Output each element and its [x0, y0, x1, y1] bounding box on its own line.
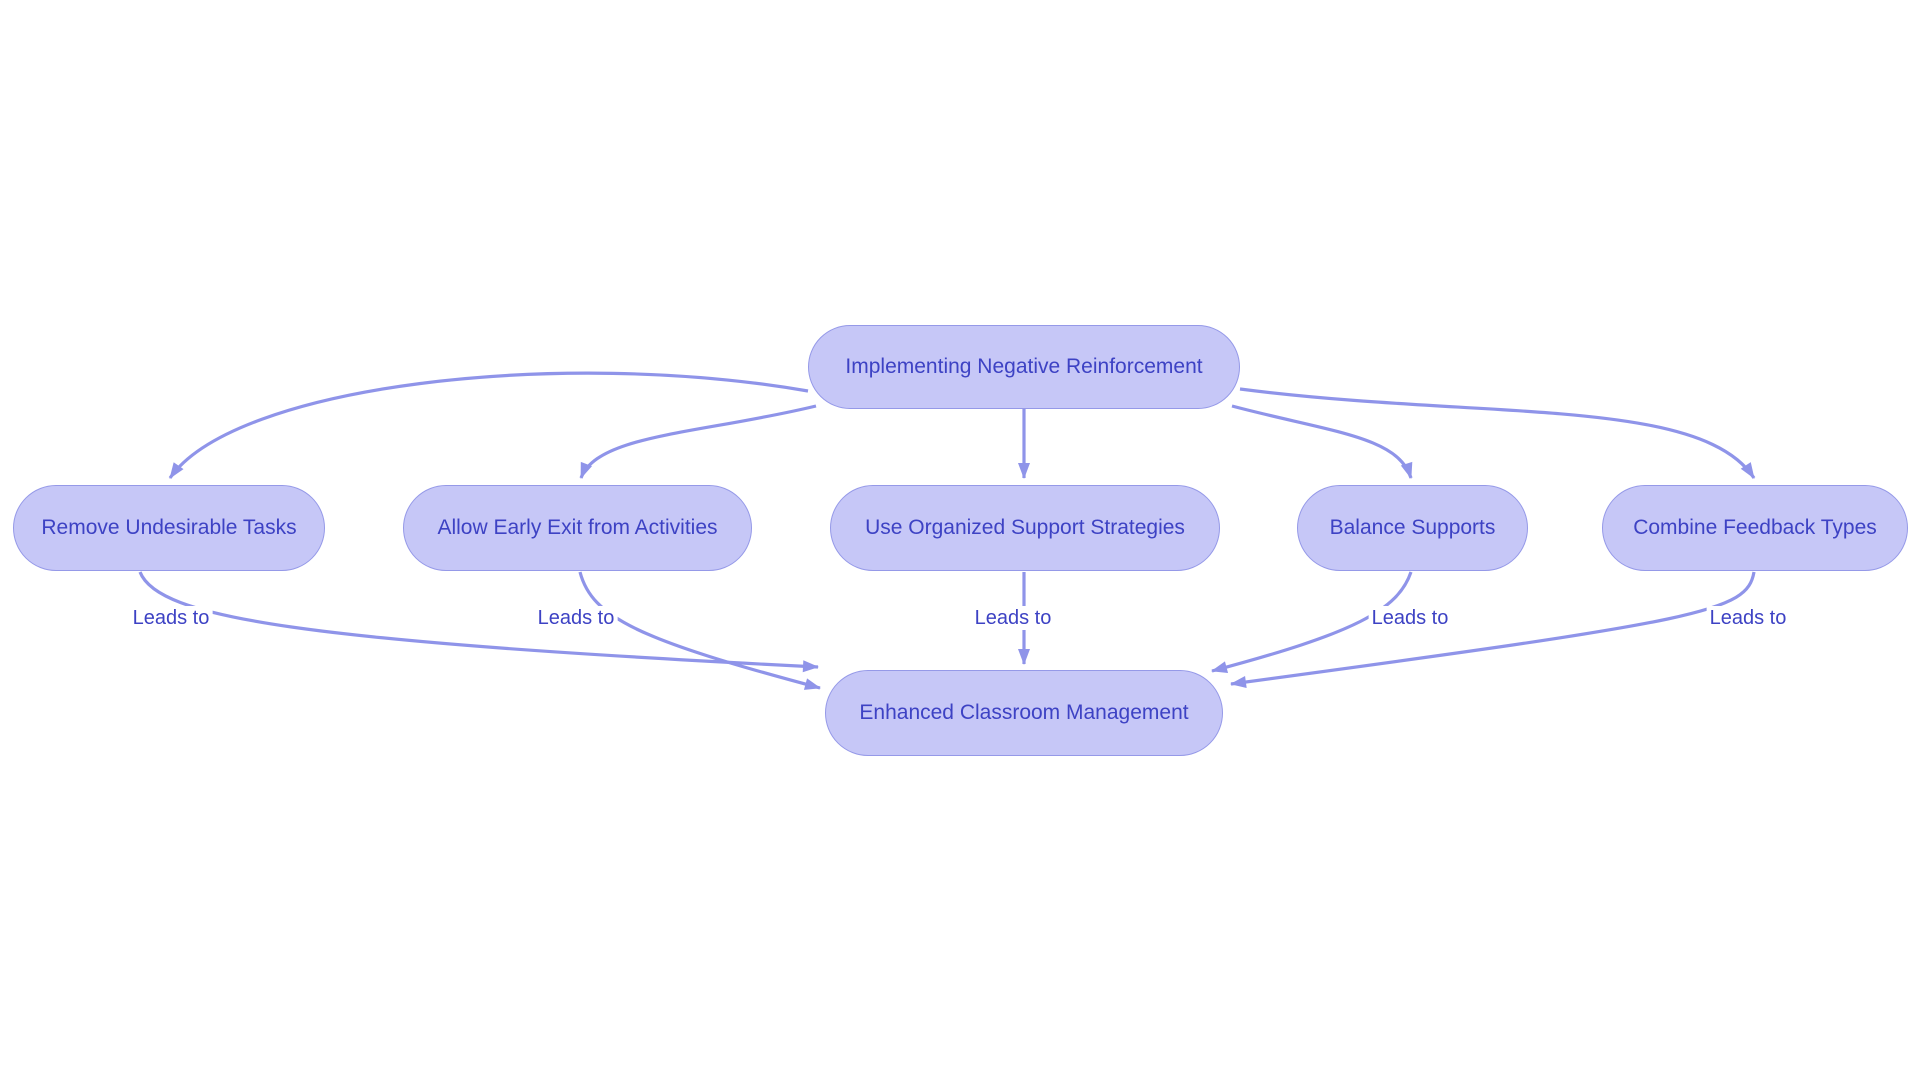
node-implementing-negative-reinforcement: Implementing Negative Reinforcement	[808, 325, 1240, 409]
edge-label-leads-to-4: Leads to	[1368, 606, 1452, 630]
node-label: Enhanced Classroom Management	[859, 701, 1189, 724]
edge-label-leads-to-1: Leads to	[129, 606, 213, 630]
edge-root-to-allow-early-exit	[579, 404, 817, 479]
edge-root-to-combine-feedback-types	[1239, 387, 1756, 479]
node-remove-undesirable-tasks: Remove Undesirable Tasks	[13, 485, 325, 571]
node-combine-feedback-types: Combine Feedback Types	[1602, 485, 1908, 571]
node-label: Remove Undesirable Tasks	[41, 516, 297, 539]
edge-root-to-remove-undesirable-tasks	[168, 371, 809, 479]
edge-label-leads-to-2: Leads to	[534, 606, 618, 630]
node-label: Balance Supports	[1329, 516, 1496, 539]
node-label: Implementing Negative Reinforcement	[845, 355, 1203, 378]
edge-balance-supports-to-sink	[1211, 571, 1413, 673]
node-use-organized-support-strategies: Use Organized Support Strategies	[830, 485, 1220, 571]
edge-label-leads-to-3: Leads to	[971, 606, 1055, 630]
node-label: Combine Feedback Types	[1633, 516, 1877, 539]
edge-allow-early-exit-to-sink	[578, 571, 821, 690]
node-label: Allow Early Exit from Activities	[437, 516, 718, 539]
edge-label-leads-to-5: Leads to	[1706, 606, 1790, 630]
edge-combine-feedback-types-to-sink	[1230, 571, 1756, 688]
node-balance-supports: Balance Supports	[1297, 485, 1528, 571]
edge-remove-undesirable-tasks-to-sink	[138, 571, 819, 673]
edge-root-to-balance-supports	[1231, 404, 1413, 479]
node-enhanced-classroom-management: Enhanced Classroom Management	[825, 670, 1223, 756]
node-label: Use Organized Support Strategies	[865, 516, 1185, 539]
node-allow-early-exit-from-activities: Allow Early Exit from Activities	[403, 485, 752, 571]
